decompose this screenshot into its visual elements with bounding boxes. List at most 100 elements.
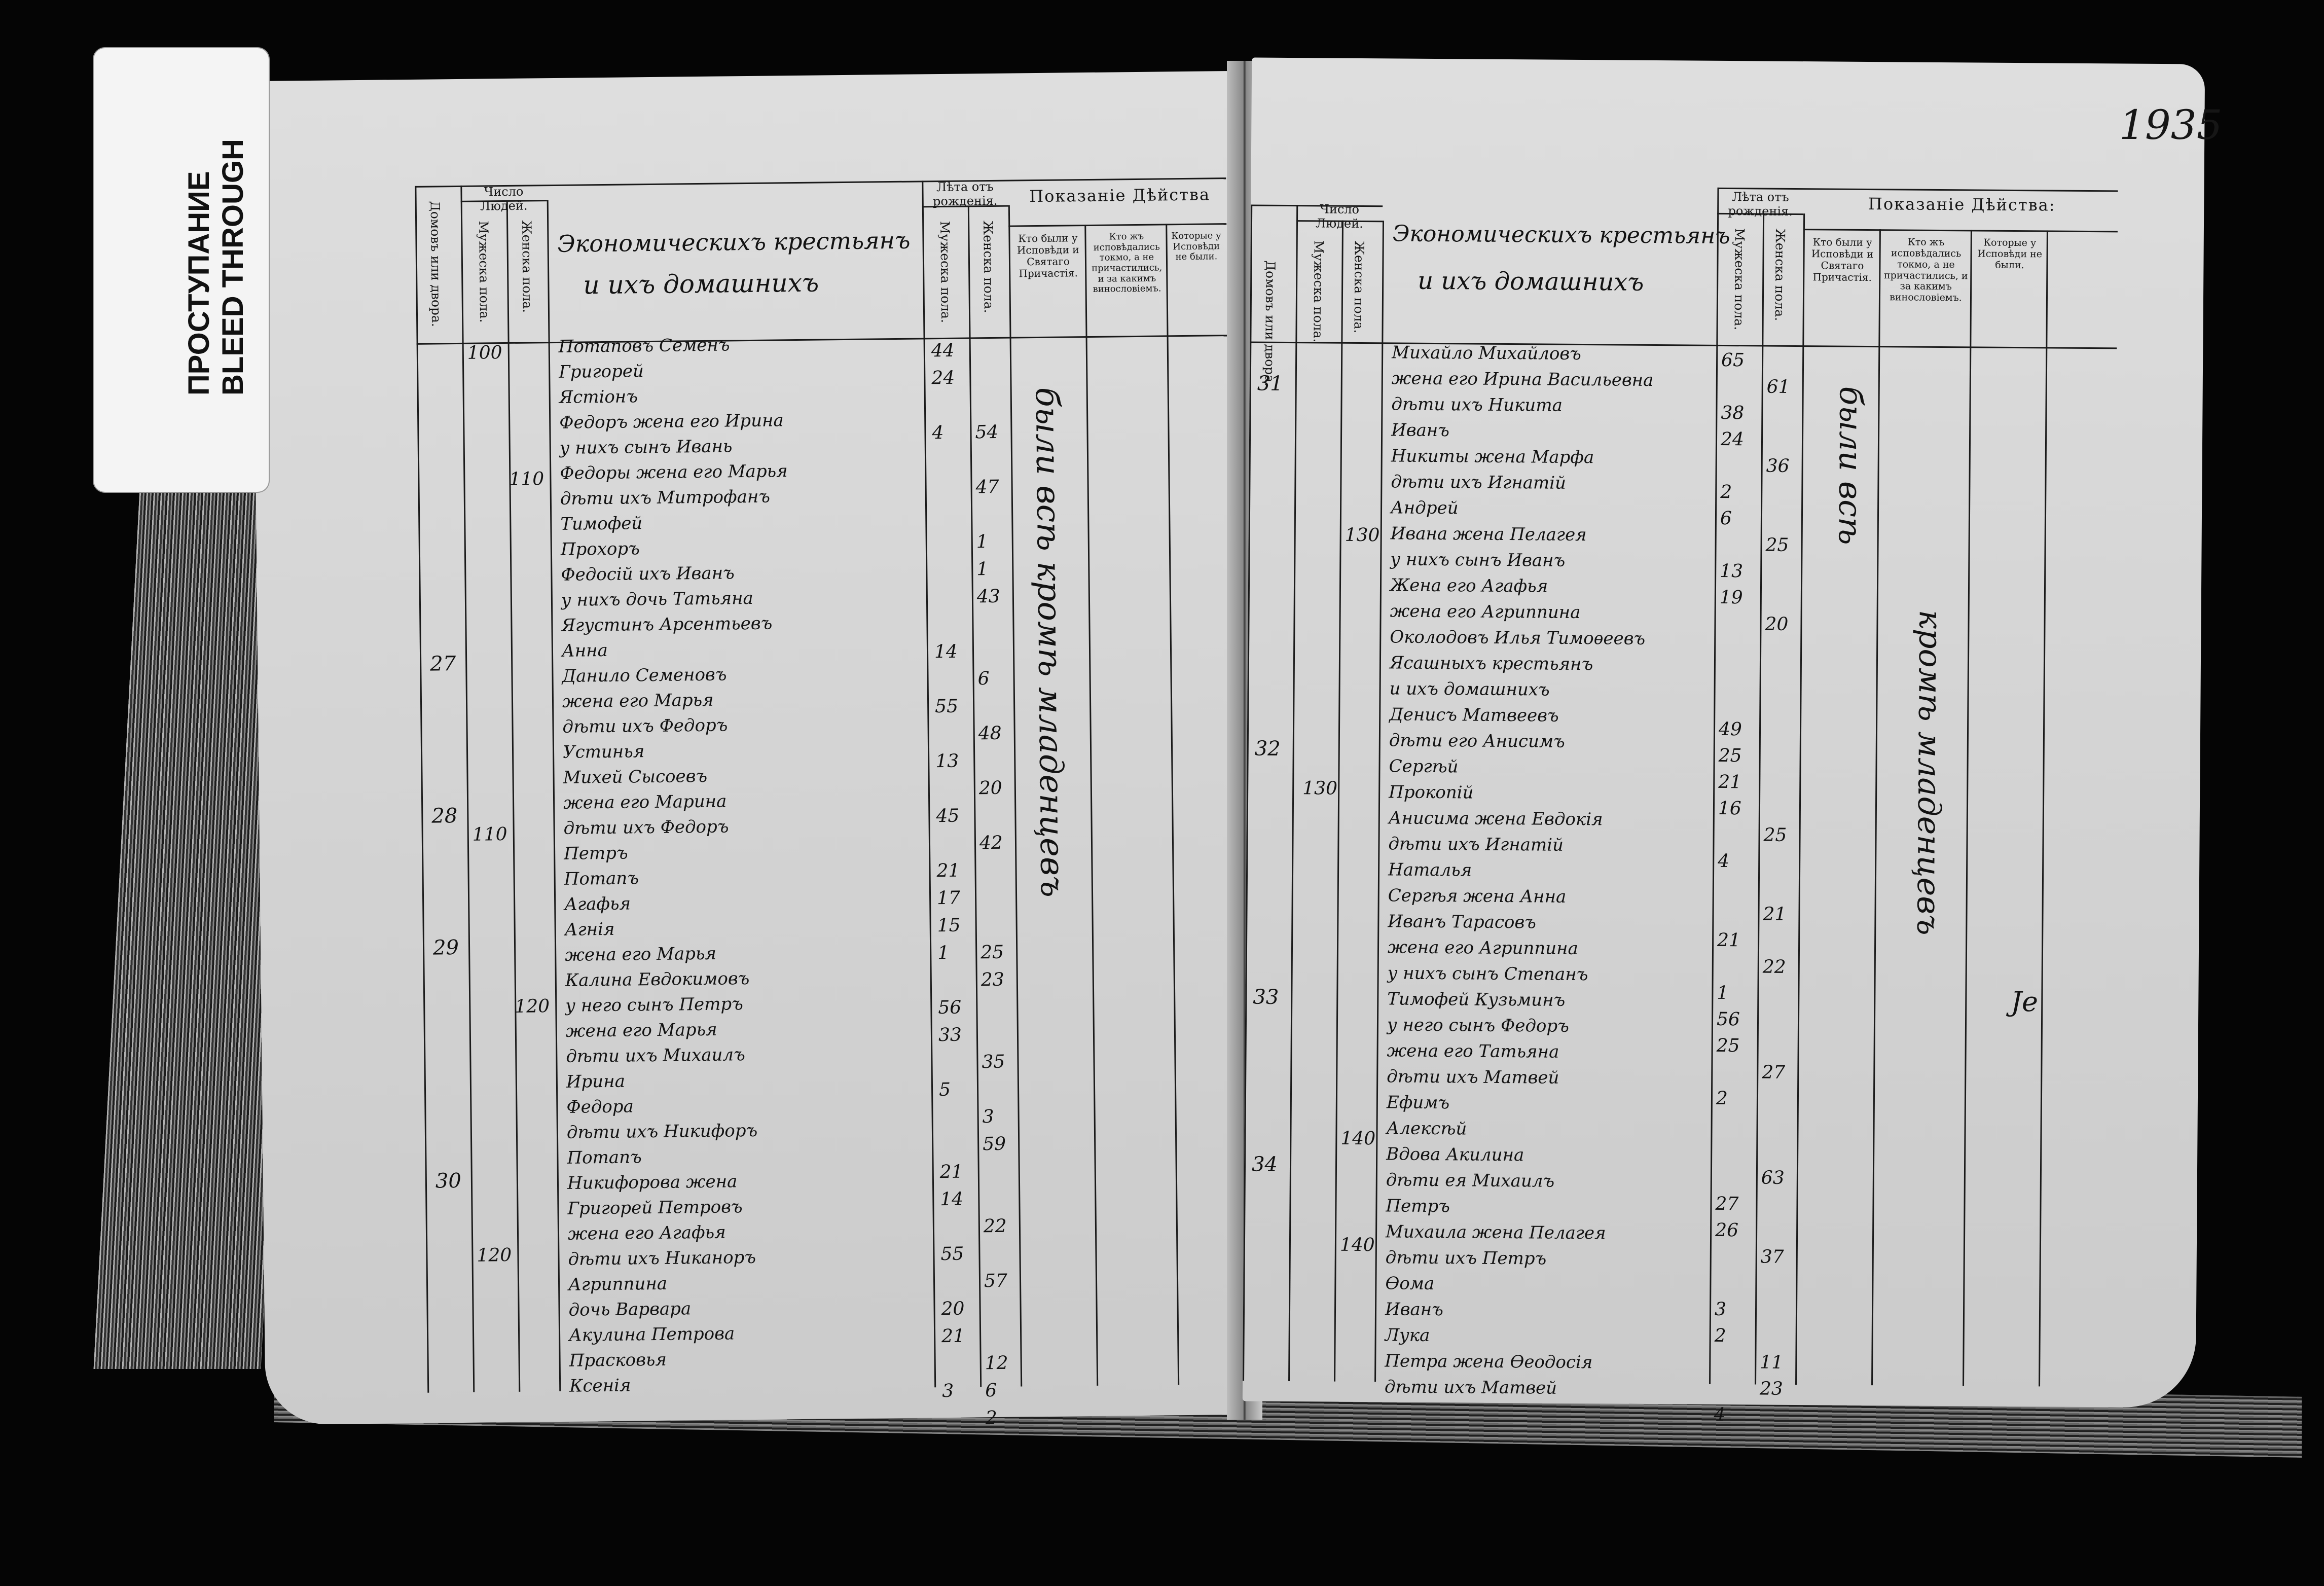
age-male-entry: 33 [938,1024,962,1046]
name-entry: Лука [1385,1325,1430,1346]
age-male-entry: 44 [931,340,955,362]
people-count: 110 [472,824,507,845]
age-male-entry: 13 [935,750,959,772]
header-confession-title: Показаніе Дѣйства [1029,185,1211,206]
name-entry: дѣти ихъ Федоръ [563,816,729,839]
rule [460,185,475,1392]
header-female: Женска пола. [519,220,535,313]
age-male-entry: 2 [1720,481,1732,503]
name-entry: дѣти ихъ Матвей [1384,1377,1557,1398]
age-female-entry: 47 [975,476,999,498]
age-male-entry: 15 [937,915,961,936]
age-female-entry: 48 [978,723,1002,744]
header-ages-female: Женска пола. [981,220,997,313]
age-male-entry: 6 [1720,508,1732,529]
header-households: Домовъ или двора. [427,201,444,327]
name-entry: жена его Марья [565,1019,717,1041]
age-male-entry: 4 [1718,850,1730,872]
name-entry: дѣти ихъ Никаноръ [568,1247,756,1270]
age-male-entry: 24 [931,367,955,389]
age-male-entry: 3 [1714,1299,1727,1320]
stamp-line-english: BLEED THROUGH [216,139,249,395]
name-entry: Агнія [564,919,615,940]
name-entry: Агриппина [568,1273,668,1295]
section-title-line-1: Экономическихъ крестьянъ [557,226,911,258]
header-confessed-only: Кто жъ исповѣдались токмо, а не причасти… [1091,231,1163,295]
name-entry: Прохоръ [560,538,640,560]
name-entry: жена его Марья [562,690,714,712]
age-male-entry: 56 [1716,1008,1740,1030]
age-female-entry: 3 [982,1106,994,1128]
age-female-entry: 2 [985,1407,997,1429]
section-title-line-2: и ихъ домашнихъ [1418,266,1644,297]
header-male: Мужеска пола. [1311,240,1326,343]
age-male-entry: 55 [934,696,959,717]
people-count: 130 [1302,778,1338,799]
age-male-entry: 21 [941,1325,965,1347]
age-male-entry: 20 [941,1298,965,1320]
rule [1871,229,1881,1386]
age-female-entry: 37 [1760,1246,1784,1268]
age-male-entry: 1 [937,942,950,964]
name-entry: Тимофей [560,513,643,534]
name-entry: жена его Агриппина [1390,601,1581,623]
rule [1334,220,1344,1382]
name-entry: жена его Агафья [567,1222,726,1244]
people-count: 110 [509,468,544,490]
age-male-entry: 38 [1721,402,1745,424]
rule [1008,205,1023,1387]
age-female-entry: 12 [985,1352,1008,1374]
name-entry: Сергѣя жена Анна [1388,885,1567,907]
household-number: 27 [429,652,456,676]
rule [2039,230,2048,1387]
name-entry: дѣти ихъ Митрофанъ [560,486,771,509]
header-not-confessed: Которые у Исповѣди не были. [1171,230,1221,263]
header-confessed-only: Кто жъ исповѣдались токмо, а не причасти… [1883,236,1968,304]
name-entry: Жена его Агафья [1390,575,1548,597]
name-entry: Наталья [1388,859,1472,881]
name-entry: Потаповъ Семенъ [558,335,730,357]
header-female: Женска пола. [1351,240,1367,334]
household-number: 34 [1251,1152,1278,1176]
header-ages: Лѣта отъ рожденія. [1728,190,1793,219]
name-entry: жена его Марина [563,791,727,813]
name-entry: дочь Варвара [568,1299,692,1320]
bleed-through-label [94,48,269,492]
age-male-entry: 55 [940,1243,964,1265]
name-entry: Федосій ихъ Иванъ [561,563,735,585]
people-count: 140 [1339,1234,1375,1256]
age-female-entry: 54 [975,421,999,443]
name-entry: Сергѣй [1389,756,1459,777]
age-male-entry: 21 [939,1161,963,1183]
name-entry: и ихъ домашнихъ [1389,678,1550,700]
name-entry: Андрей [1390,497,1459,519]
name-entry: Михайло Михайловъ [1392,342,1581,365]
name-entry: Петръ [563,843,628,864]
name-entry: у него сынъ Федоръ [1387,1015,1569,1036]
name-entry: Федоръ жена его Ирина [559,410,784,433]
age-male-entry: 25 [1718,745,1742,767]
header-households: Домовъ или двора. [1262,260,1278,387]
age-female-entry: 20 [1765,614,1789,635]
name-entry: дѣти ея Михаилъ [1386,1170,1555,1192]
name-entry: Иванъ Тарасовъ [1388,911,1537,933]
name-entry: Агафья [564,893,631,915]
age-female-entry: 27 [1762,1062,1786,1083]
age-male-entry: 21 [1717,929,1741,951]
name-entry: Ястіонъ [559,386,638,408]
people-count: 120 [477,1244,512,1266]
bleed-through-label-text: ПРОСТУПАНИЕ BLEED THROUGH [183,139,250,395]
name-entry: Григорей Петровъ [567,1197,743,1219]
age-male-entry: 14 [940,1188,964,1210]
name-entry: Денисъ Матвеевъ [1389,704,1559,726]
name-entry: у нихъ сынъ Степанъ [1387,963,1588,985]
header-ages-female: Женска пола. [1772,228,1788,321]
people-count: 140 [1340,1128,1376,1149]
household-number: 28 [431,804,458,828]
age-female-entry: 59 [982,1133,1006,1155]
age-male-entry: 2 [1714,1325,1726,1347]
name-entry: дѣти ихъ Матвей [1387,1066,1559,1088]
